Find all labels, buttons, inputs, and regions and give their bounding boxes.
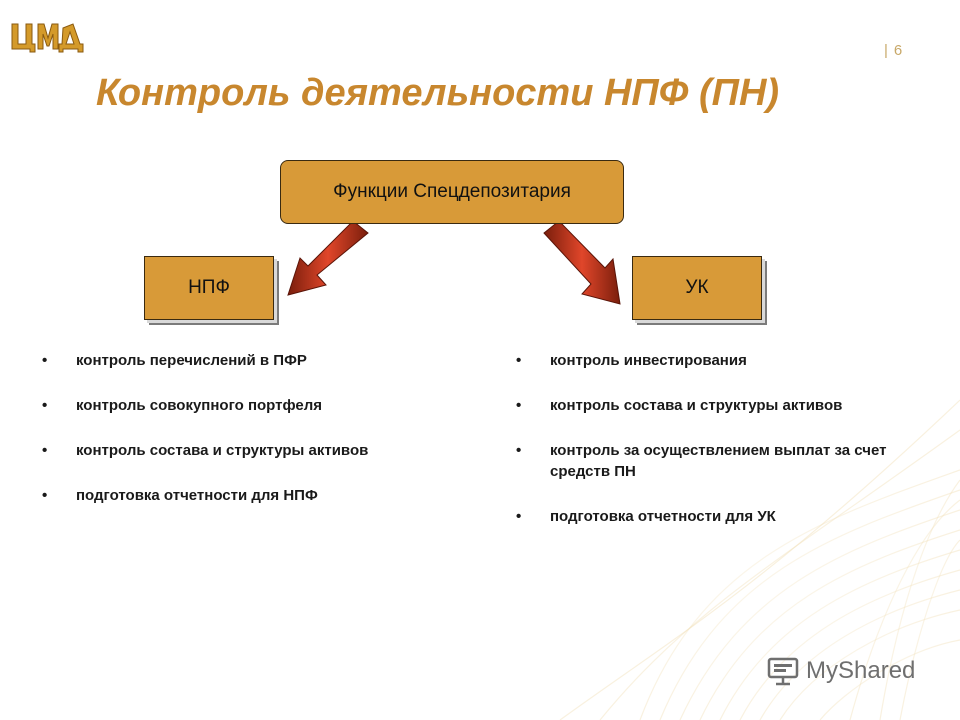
myshared-watermark: MyShared [766,656,915,686]
npf-control-list: • контроль перечислений в ПФР • контроль с… [42,350,368,530]
list-item-text: контроль перечислений в ПФР [76,352,307,369]
watermark-text: MyShared [806,657,916,684]
presentation-board-icon [767,657,799,686]
root-node-label: Функции Спецдепозитария [333,181,571,202]
list-item-text: контроль инвестирования [550,352,747,369]
bullet: • [516,508,522,525]
list-item: • контроль перечислений в ПФР [42,350,368,371]
bullet: • [42,397,48,414]
slide-title: Контроль деятельности НПФ (ПН) [96,72,780,114]
list-item-text: контроль совокупного портфеля [76,397,323,414]
list-item-text: контроль за осуществлением выплат за сче… [550,442,887,480]
company-logo [11,23,84,53]
uk-control-list: • контроль инвестирования • контроль соста… [516,350,936,551]
list-item: • контроль за осуществлением выплат за сч… [516,440,930,482]
bullet: • [42,487,48,504]
list-item-text: контроль состава и структуры активов [550,397,843,414]
bullet: • [516,397,522,414]
list-item: • контроль инвестирования [516,350,936,371]
list-item-text: подготовка отчетности для НПФ [76,487,318,504]
list-item: • контроль состава и структуры активов [42,440,368,461]
node-uk-label: УК [685,277,709,298]
bullet: • [42,442,48,459]
node-npf-label: НПФ [188,277,230,298]
bullet: • [516,442,522,459]
root-node-custodian-functions: Функции Спецдепозитария [280,160,624,224]
list-item-text: подготовка отчетности для УК [550,508,776,525]
page-number: |6 [884,42,903,59]
bullet: • [42,352,48,369]
list-item: • контроль состава и структуры активов [516,395,936,416]
list-item-text: контроль состава и структуры активов [76,442,369,459]
node-uk: УК [632,256,762,320]
list-item: • контроль совокупного портфеля [42,395,368,416]
page-number-value: 6 [893,42,903,59]
list-item: • подготовка отчетности для УК [516,506,936,527]
list-item: • подготовка отчетности для НПФ [42,485,368,506]
bullet: • [516,352,522,369]
node-npf: НПФ [144,256,274,320]
